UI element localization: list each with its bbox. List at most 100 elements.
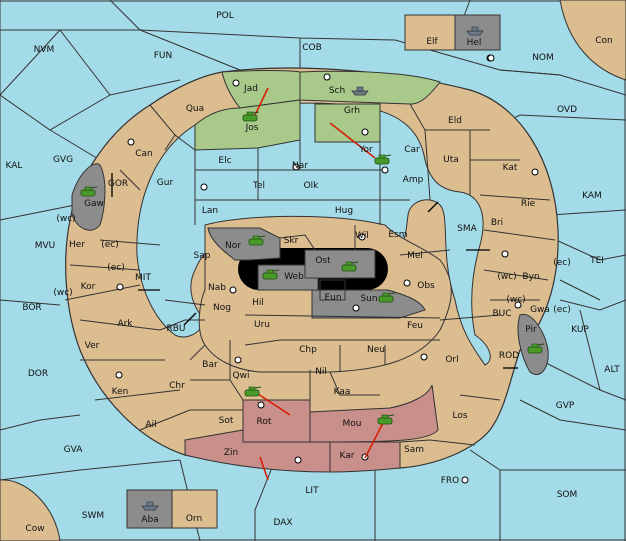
supply-center	[352, 304, 360, 312]
region-gaw[interactable]	[71, 163, 106, 231]
land-label-kar: Kar	[340, 451, 355, 461]
land-label-gur: Gur	[157, 178, 174, 188]
army-unit-icon[interactable]	[341, 261, 359, 272]
army-unit-icon[interactable]	[374, 154, 392, 165]
land-label-nar: Nar	[292, 161, 308, 171]
coast-label-ec: (ec)	[107, 263, 125, 273]
land-label-feu: Feu	[407, 321, 423, 331]
land-label-zin: Zin	[224, 448, 238, 458]
land-label-yor: Yor	[358, 145, 373, 155]
sea-label-dor: DOR	[28, 369, 48, 379]
supply-center	[358, 233, 366, 241]
land-label-web: Web	[284, 272, 304, 282]
land-label-sap: Sap	[194, 251, 211, 261]
fleet-unit-icon[interactable]	[351, 86, 369, 96]
land-label-sam: Sam	[404, 445, 424, 455]
sea-label-buc: BUC	[492, 309, 511, 319]
army-unit-icon[interactable]	[80, 186, 98, 197]
land-label-sot: Sot	[219, 416, 234, 426]
supply-center	[361, 128, 369, 136]
sea-label-gvp: GVP	[556, 401, 575, 411]
land-label-sch: Sch	[329, 86, 345, 96]
land-label-obs: Obs	[417, 281, 435, 291]
region-jos[interactable]	[194, 99, 301, 151]
sea-label-rbu: RBU	[166, 324, 185, 334]
army-unit-icon[interactable]	[262, 269, 280, 280]
army-unit-icon[interactable]	[244, 386, 262, 397]
land-label-tel: Tel	[252, 181, 265, 191]
coast-label-wc: (wc)	[56, 214, 75, 224]
land-label-eun: Eun	[324, 293, 341, 303]
land-label-esm: Esm	[388, 230, 407, 240]
sea-label-pol: POL	[216, 11, 234, 21]
coast-label-wc: (wc)	[497, 272, 516, 282]
sea-label-gva: GVA	[64, 445, 84, 455]
coast-label-ec: (ec)	[553, 258, 571, 268]
coast-label-wc: (wc)	[506, 295, 525, 305]
land-label-her: Her	[69, 240, 85, 250]
land-borders	[64, 103, 556, 446]
land-label-elf: Elf	[426, 37, 438, 47]
land-label-hil: Hil	[252, 298, 264, 308]
sea-label-ovd: OVD	[557, 105, 577, 115]
land-label-bri: Bri	[491, 218, 503, 228]
sea-label-nvm: NVM	[34, 45, 55, 55]
army-unit-icon[interactable]	[242, 111, 260, 122]
fleet-unit-icon[interactable]	[466, 26, 484, 36]
region-sch[interactable]	[299, 70, 441, 105]
land-label-ver: Ver	[85, 341, 100, 351]
supply-center	[292, 163, 300, 171]
land-label-skr: Skr	[284, 236, 299, 246]
supply-center	[381, 166, 389, 174]
land-label-cow: Cow	[25, 524, 44, 534]
region-elf[interactable]	[404, 14, 456, 51]
land-label-ail: Ail	[145, 420, 156, 430]
sea-label-mit: MIT	[135, 273, 151, 283]
sea-label-cob: COB	[302, 43, 322, 53]
land-label-amp: Amp	[403, 175, 424, 185]
supply-center	[420, 353, 428, 361]
land-label-jos: Jos	[245, 123, 259, 133]
region-sun[interactable]	[311, 289, 426, 319]
land-label-nab: Nab	[208, 283, 226, 293]
land-label-hel: Hel	[467, 38, 482, 48]
fleet-unit-icon[interactable]	[141, 501, 159, 511]
land-label-chp: Chp	[299, 345, 317, 355]
coast-label-wc: (wc)	[53, 288, 72, 298]
land-label-rie: Rie	[521, 199, 536, 209]
sea-label-sma: SMA	[457, 224, 477, 234]
land-label-nor: Nor	[225, 241, 241, 251]
sea-label-nom: NOM	[532, 53, 554, 63]
units-layer	[80, 26, 545, 511]
supply-centers	[115, 54, 539, 484]
land-label-chr: Chr	[169, 381, 185, 391]
land-label-uru: Uru	[254, 320, 270, 330]
sea-labels: POLNVMFUNCOBNOMOVDKALGVGMVUBORDORGVASWMD…	[6, 11, 621, 528]
sea-label-lit: LIT	[305, 486, 319, 496]
supply-center	[461, 476, 469, 484]
land-label-can: Can	[135, 149, 153, 159]
supply-center	[115, 371, 123, 379]
region-ost[interactable]	[304, 249, 376, 279]
region-orn[interactable]	[171, 489, 218, 529]
land-label-hug: Hug	[335, 206, 353, 216]
army-unit-icon[interactable]	[378, 292, 396, 303]
land-label-pir: Pir	[525, 325, 537, 335]
supply-center	[323, 73, 331, 81]
sea-label-tei: TEI	[589, 256, 604, 266]
army-unit-icon[interactable]	[377, 414, 395, 425]
land-label-nog: Nog	[213, 303, 231, 313]
sea-label-alt: ALT	[604, 365, 620, 375]
army-unit-icon[interactable]	[527, 343, 545, 354]
land-label-eld: Eld	[448, 116, 462, 126]
sea-label-fro: FRO	[441, 476, 460, 486]
supply-center	[234, 356, 242, 364]
land-label-bar: Bar	[202, 360, 218, 370]
supply-center	[487, 54, 495, 62]
land-label-nil: Nil	[315, 367, 327, 377]
army-unit-icon[interactable]	[248, 235, 266, 246]
land-label-qua: Qua	[186, 104, 204, 114]
land-label-kaa: Kaa	[334, 387, 351, 397]
